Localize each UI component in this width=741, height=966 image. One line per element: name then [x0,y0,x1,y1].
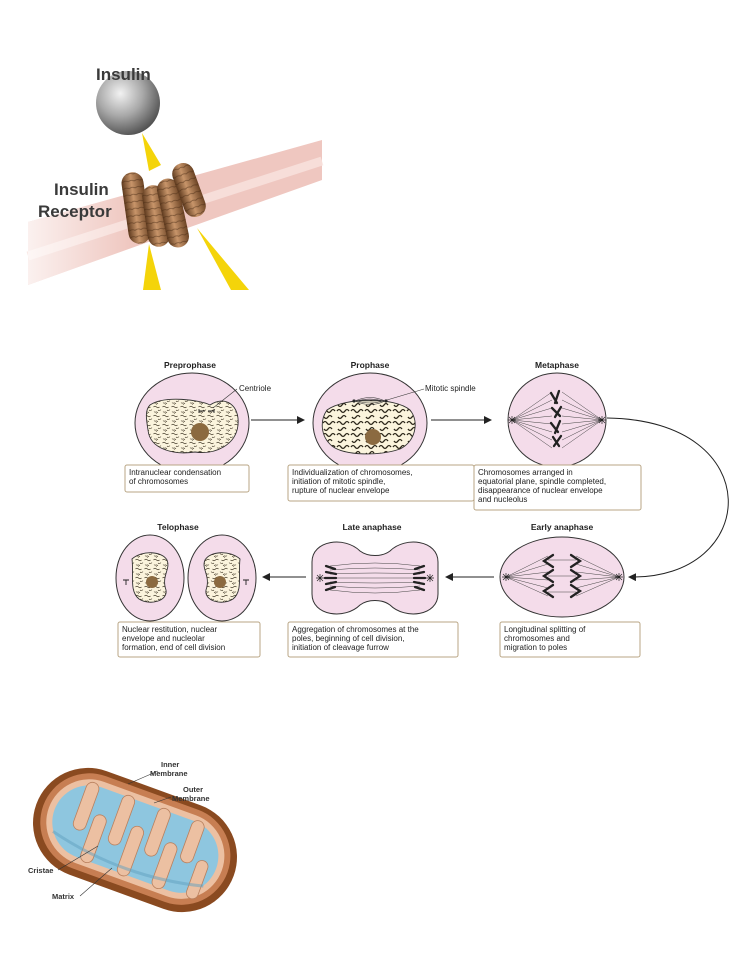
receptor-protein [121,163,206,248]
caption-line: initiation of cleavage furrow [292,643,389,652]
phase-preprophase: Preprophase Centriole Intranuclear conde… [124,360,272,493]
spindle-fibers [505,555,620,597]
cristae-label: Cristae [28,866,53,875]
spindle-pole [508,416,606,424]
centriole [123,579,249,585]
caption-line: of chromosomes [129,477,188,486]
centriole-label: Centriole [239,384,272,393]
caption-line: migration to poles [504,643,567,652]
phase-title: Early anaphase [531,522,594,532]
condensed-chromosomes [322,400,416,454]
caption-line: Individualization of chromosomes, [292,468,413,477]
phase-title: Prophase [351,360,390,370]
receptor-label-line: Receptor [38,202,112,221]
caption-box [287,621,459,658]
phase-title: Telophase [157,522,199,532]
outer-membrane-label: Membrane [172,794,210,803]
arrow-metaphase-to-early-anaphase [606,417,729,582]
caption-box [473,464,642,511]
caption-line: Aggregation of chromosomes at the [292,625,419,634]
phase-telophase: Telophase Nuclear restitution, nuclear e… [115,522,261,658]
caption-line: Intranuclear condensation [129,468,221,477]
phase-metaphase: Metaphase Chromosomes arranged in equato… [473,360,642,511]
mitotic-spindle-label: Mitotic spindle [425,384,476,393]
matrix-shading [52,830,204,888]
spindle-pole [502,573,623,581]
inner-membrane-label: Membrane [150,769,188,778]
spindle-pole [316,574,434,582]
inner-membrane-label: Inner [161,760,179,769]
caption-line: poles, beginning of cell division, [292,634,405,643]
caption-box [499,621,641,658]
receptor-label-line: Insulin [54,180,109,199]
caption-line: formation, end of cell division [122,643,225,652]
matrix-leader-line [79,867,113,897]
separating-chromatids [541,553,583,599]
caption-line: Chromosomes arranged in [478,468,573,477]
phase-prophase: Prophase Mitotic spindle Individualizati… [287,360,476,502]
spindle-fibers [329,562,421,594]
cell [507,372,607,468]
outer-membrane-leader-line [153,796,172,804]
mitotic-spindle [352,397,388,405]
insulin-receptor-figure: Insulin Insulin Receptor [26,65,324,290]
mitosis-diagram: Preprophase Centriole Intranuclear conde… [115,360,729,658]
mitotic-spindle-leader-line [386,388,425,401]
insulin-label: Insulin [96,65,151,84]
metaphase-chromosomes [549,389,563,448]
phase-title: Preprophase [164,360,216,370]
daughter-nucleus-right [203,552,241,603]
caption-line: initiation of mitotic spindle, [292,477,385,486]
cell [499,536,625,618]
chromosomes-at-poles [323,564,427,592]
signal-ray-lower-right [197,228,249,290]
caption-line: Nuclear restitution, nuclear [122,625,217,634]
caption-line: envelope and nucleolar [122,634,205,643]
centriole-leader-line [212,388,238,409]
insulin-molecule [96,71,160,135]
caption-box [124,464,250,493]
caption-line: and nucleolus [478,495,527,504]
cristae-leader-line [57,845,99,871]
mitochondrion-figure: Inner Membrane Outer Membrane Cristae Ma… [28,760,237,913]
centriole [198,409,215,413]
matrix-label: Matrix [52,892,75,901]
caption-line: chromosomes and [504,634,570,643]
caption-line: disappearance of nuclear envelope [478,486,603,495]
caption-line: equatorial plane, spindle completed, [478,477,606,486]
phase-title: Metaphase [535,360,579,370]
phase-late-anaphase: Late anaphase Aggregation of chromosomes… [287,522,459,658]
daughter-nucleus-left [131,552,169,603]
inner-membrane-leader-line [127,770,159,785]
nucleolus [191,423,209,441]
caption-box [117,621,261,658]
signal-ray-upper [142,133,161,171]
caption-line: Longitudinal splitting of [504,625,586,634]
chromatin-network [146,399,239,453]
caption-line: rupture of nuclear envelope [292,486,390,495]
phase-title: Late anaphase [342,522,401,532]
outer-membrane-label: Outer [183,785,203,794]
signal-ray-lower-left [143,244,161,290]
phase-early-anaphase: Early anaphase Longitudinal splitting of… [499,522,641,658]
spindle-fibers [511,391,603,449]
nucleolus [365,429,381,445]
